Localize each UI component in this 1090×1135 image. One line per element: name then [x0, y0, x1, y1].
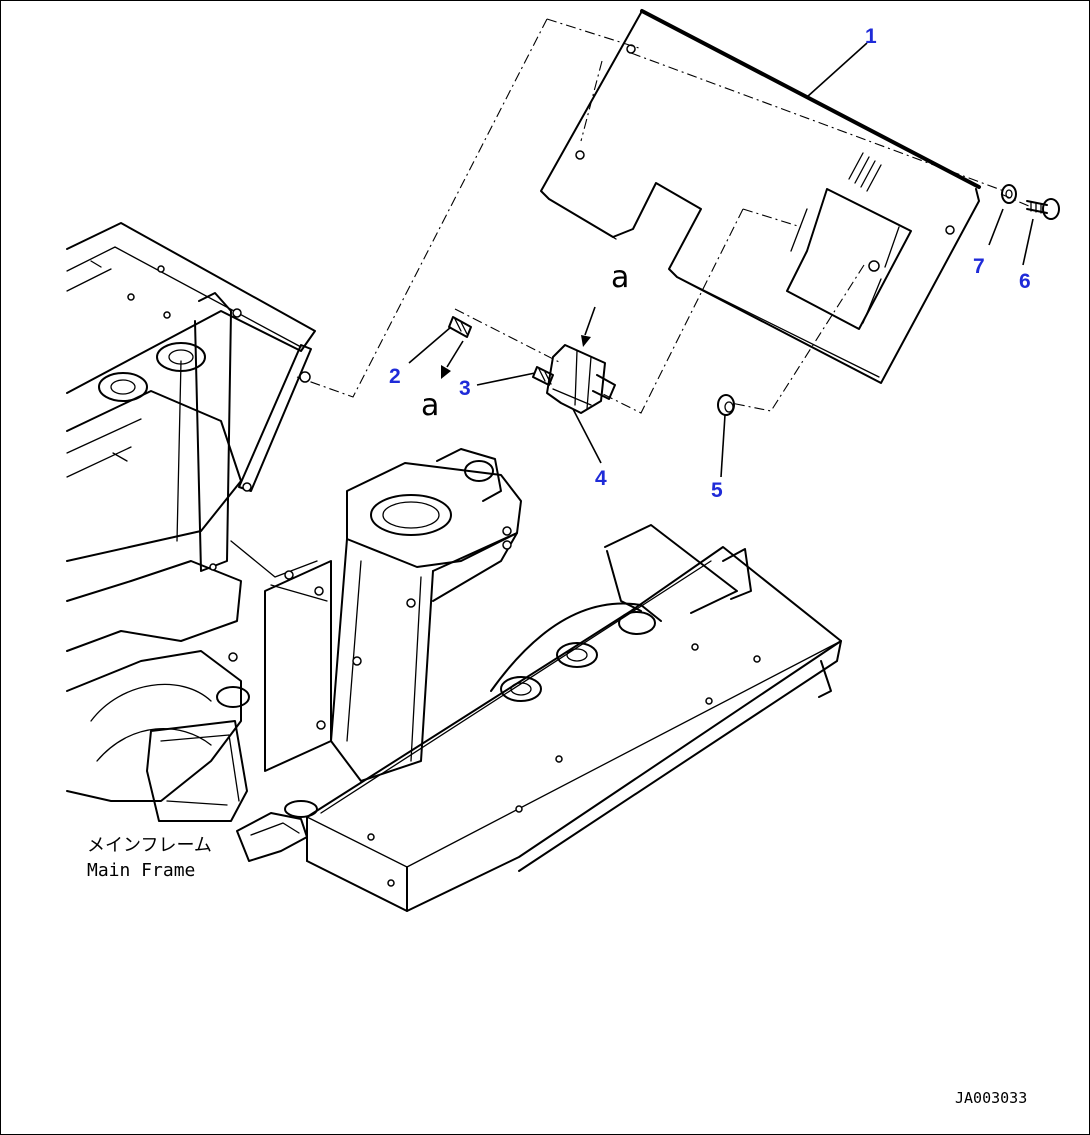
callout-1: 1: [865, 25, 877, 48]
leader-lines: [408, 42, 1034, 478]
callout-2: 2: [389, 365, 401, 388]
spring-part-2: [448, 316, 472, 338]
cover-plate-outline: [540, 10, 980, 384]
callout-5: 5: [711, 479, 723, 502]
cover-plate-part-1: [540, 9, 981, 384]
main-frame-label-jp: メインフレーム: [87, 835, 212, 856]
lock-part-4: [546, 344, 616, 414]
cover-hole: [945, 225, 955, 235]
cover-hole: [575, 150, 585, 160]
vertical-column: [330, 448, 522, 782]
cover-plate-inner-panel: [786, 188, 912, 330]
callout-numbers: 1 2 3 4 5 6 7: [389, 25, 1031, 502]
callout-4: 4: [595, 467, 607, 490]
drawing-code: JA003033: [955, 1089, 1027, 1107]
side-member: [236, 524, 842, 912]
reference-mark-a-left: a: [421, 388, 439, 423]
grommet-part-5: [717, 394, 735, 416]
washer-part-7: [1001, 184, 1017, 204]
installation-lines: [296, 18, 1032, 414]
callout-3: 3: [459, 377, 471, 400]
bolt-part-6: [1026, 198, 1060, 220]
main-frame-label-en: Main Frame: [87, 860, 195, 881]
cover-plate-top-edge: [640, 9, 981, 189]
callout-7: 7: [973, 255, 985, 278]
reference-mark-a-top: a: [611, 260, 629, 295]
cover-hole: [626, 44, 636, 54]
main-frame-structure: [66, 222, 332, 822]
callout-6: 6: [1019, 270, 1031, 293]
cover-hole: [868, 260, 880, 272]
